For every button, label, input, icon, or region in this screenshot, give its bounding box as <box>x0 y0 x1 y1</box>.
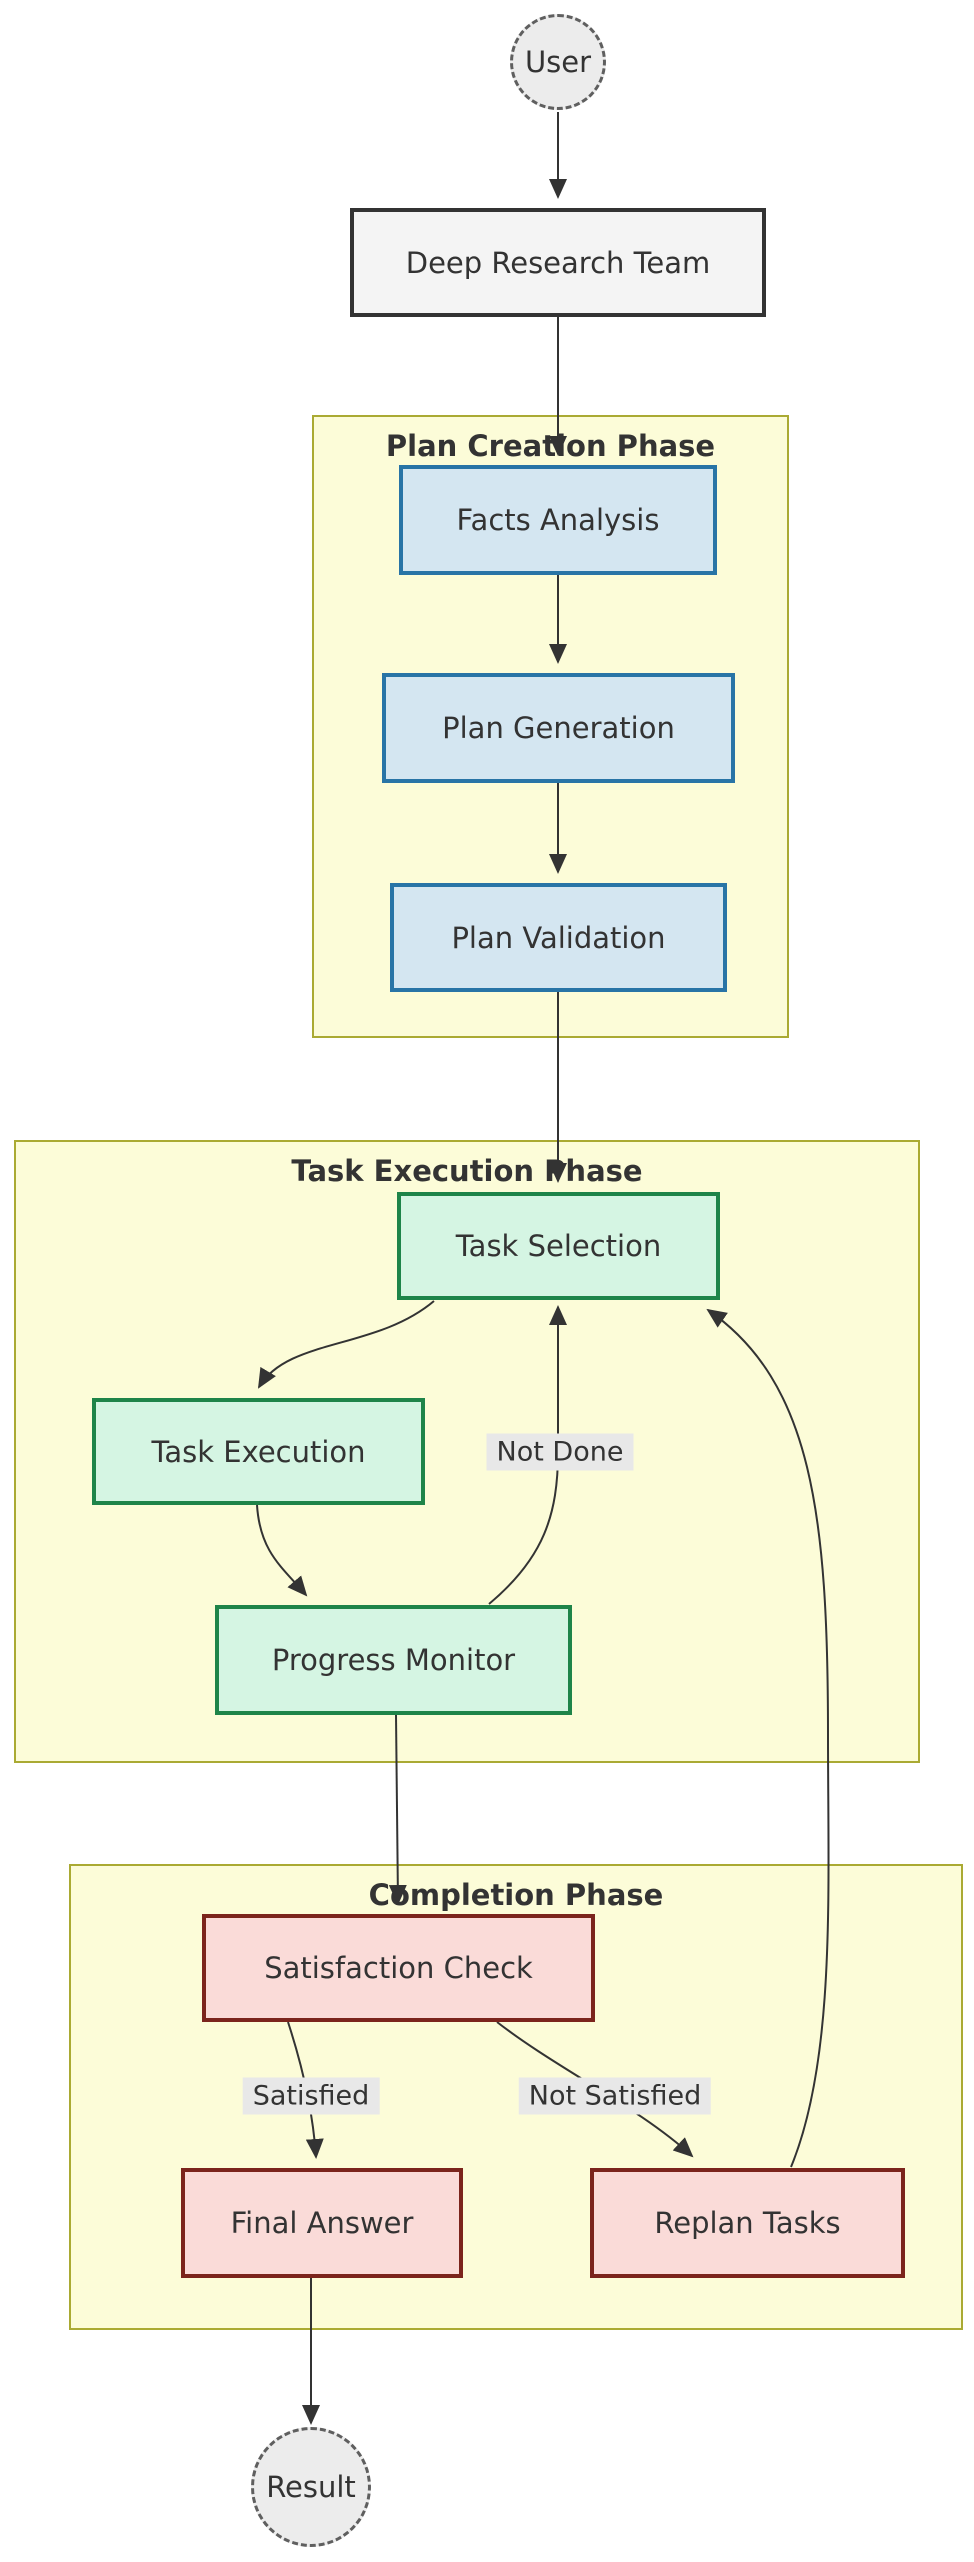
node-task-execution: Task Execution <box>92 1398 425 1505</box>
node-satisfaction-check: Satisfaction Check <box>202 1914 595 2022</box>
node-satisfaction-check-label: Satisfaction Check <box>264 1951 533 1985</box>
node-result-label: Result <box>266 2470 356 2504</box>
node-final-answer-label: Final Answer <box>230 2206 414 2240</box>
edge-label-not-done: Not Done <box>486 1433 634 1471</box>
node-task-execution-label: Task Execution <box>151 1434 366 1469</box>
node-user: User <box>510 14 606 110</box>
node-replan-tasks: Replan Tasks <box>590 2168 905 2278</box>
node-facts-analysis-label: Facts Analysis <box>456 503 660 537</box>
node-progress-monitor-label: Progress Monitor <box>271 1643 516 1677</box>
node-replan-tasks-label: Replan Tasks <box>654 2206 841 2240</box>
cluster-title-task-execution: Task Execution Phase <box>291 1154 643 1188</box>
node-deep-research-team-label: Deep Research Team <box>405 245 711 280</box>
edge-task-execution-to-progress-monitor <box>256 1504 308 1597</box>
node-plan-validation: Plan Validation <box>390 883 727 992</box>
node-plan-generation: Plan Generation <box>382 673 735 783</box>
node-user-label: User <box>524 45 592 79</box>
node-plan-validation-label: Plan Validation <box>451 920 666 955</box>
node-result: Result <box>251 2427 371 2547</box>
edge-label-not-satisfied: Not Satisfied <box>518 2077 712 2115</box>
edge-label-satisfied: Satisfied <box>242 2077 380 2115</box>
edge-replan-tasks-to-task-selection <box>706 1308 830 2168</box>
node-plan-generation-label: Plan Generation <box>442 711 675 745</box>
cluster-title-completion: Completion Phase <box>368 1878 664 1912</box>
node-facts-analysis: Facts Analysis <box>399 465 717 575</box>
node-deep-research-team: Deep Research Team <box>350 208 766 317</box>
edge-task-selection-to-task-execution <box>257 1300 435 1389</box>
edge-progress-monitor-to-satisfaction-check <box>388 1714 407 1905</box>
node-task-selection-label: Task Selection <box>455 1229 662 1263</box>
node-final-answer: Final Answer <box>181 2168 463 2278</box>
node-progress-monitor: Progress Monitor <box>215 1605 572 1715</box>
node-task-selection: Task Selection <box>397 1192 720 1300</box>
